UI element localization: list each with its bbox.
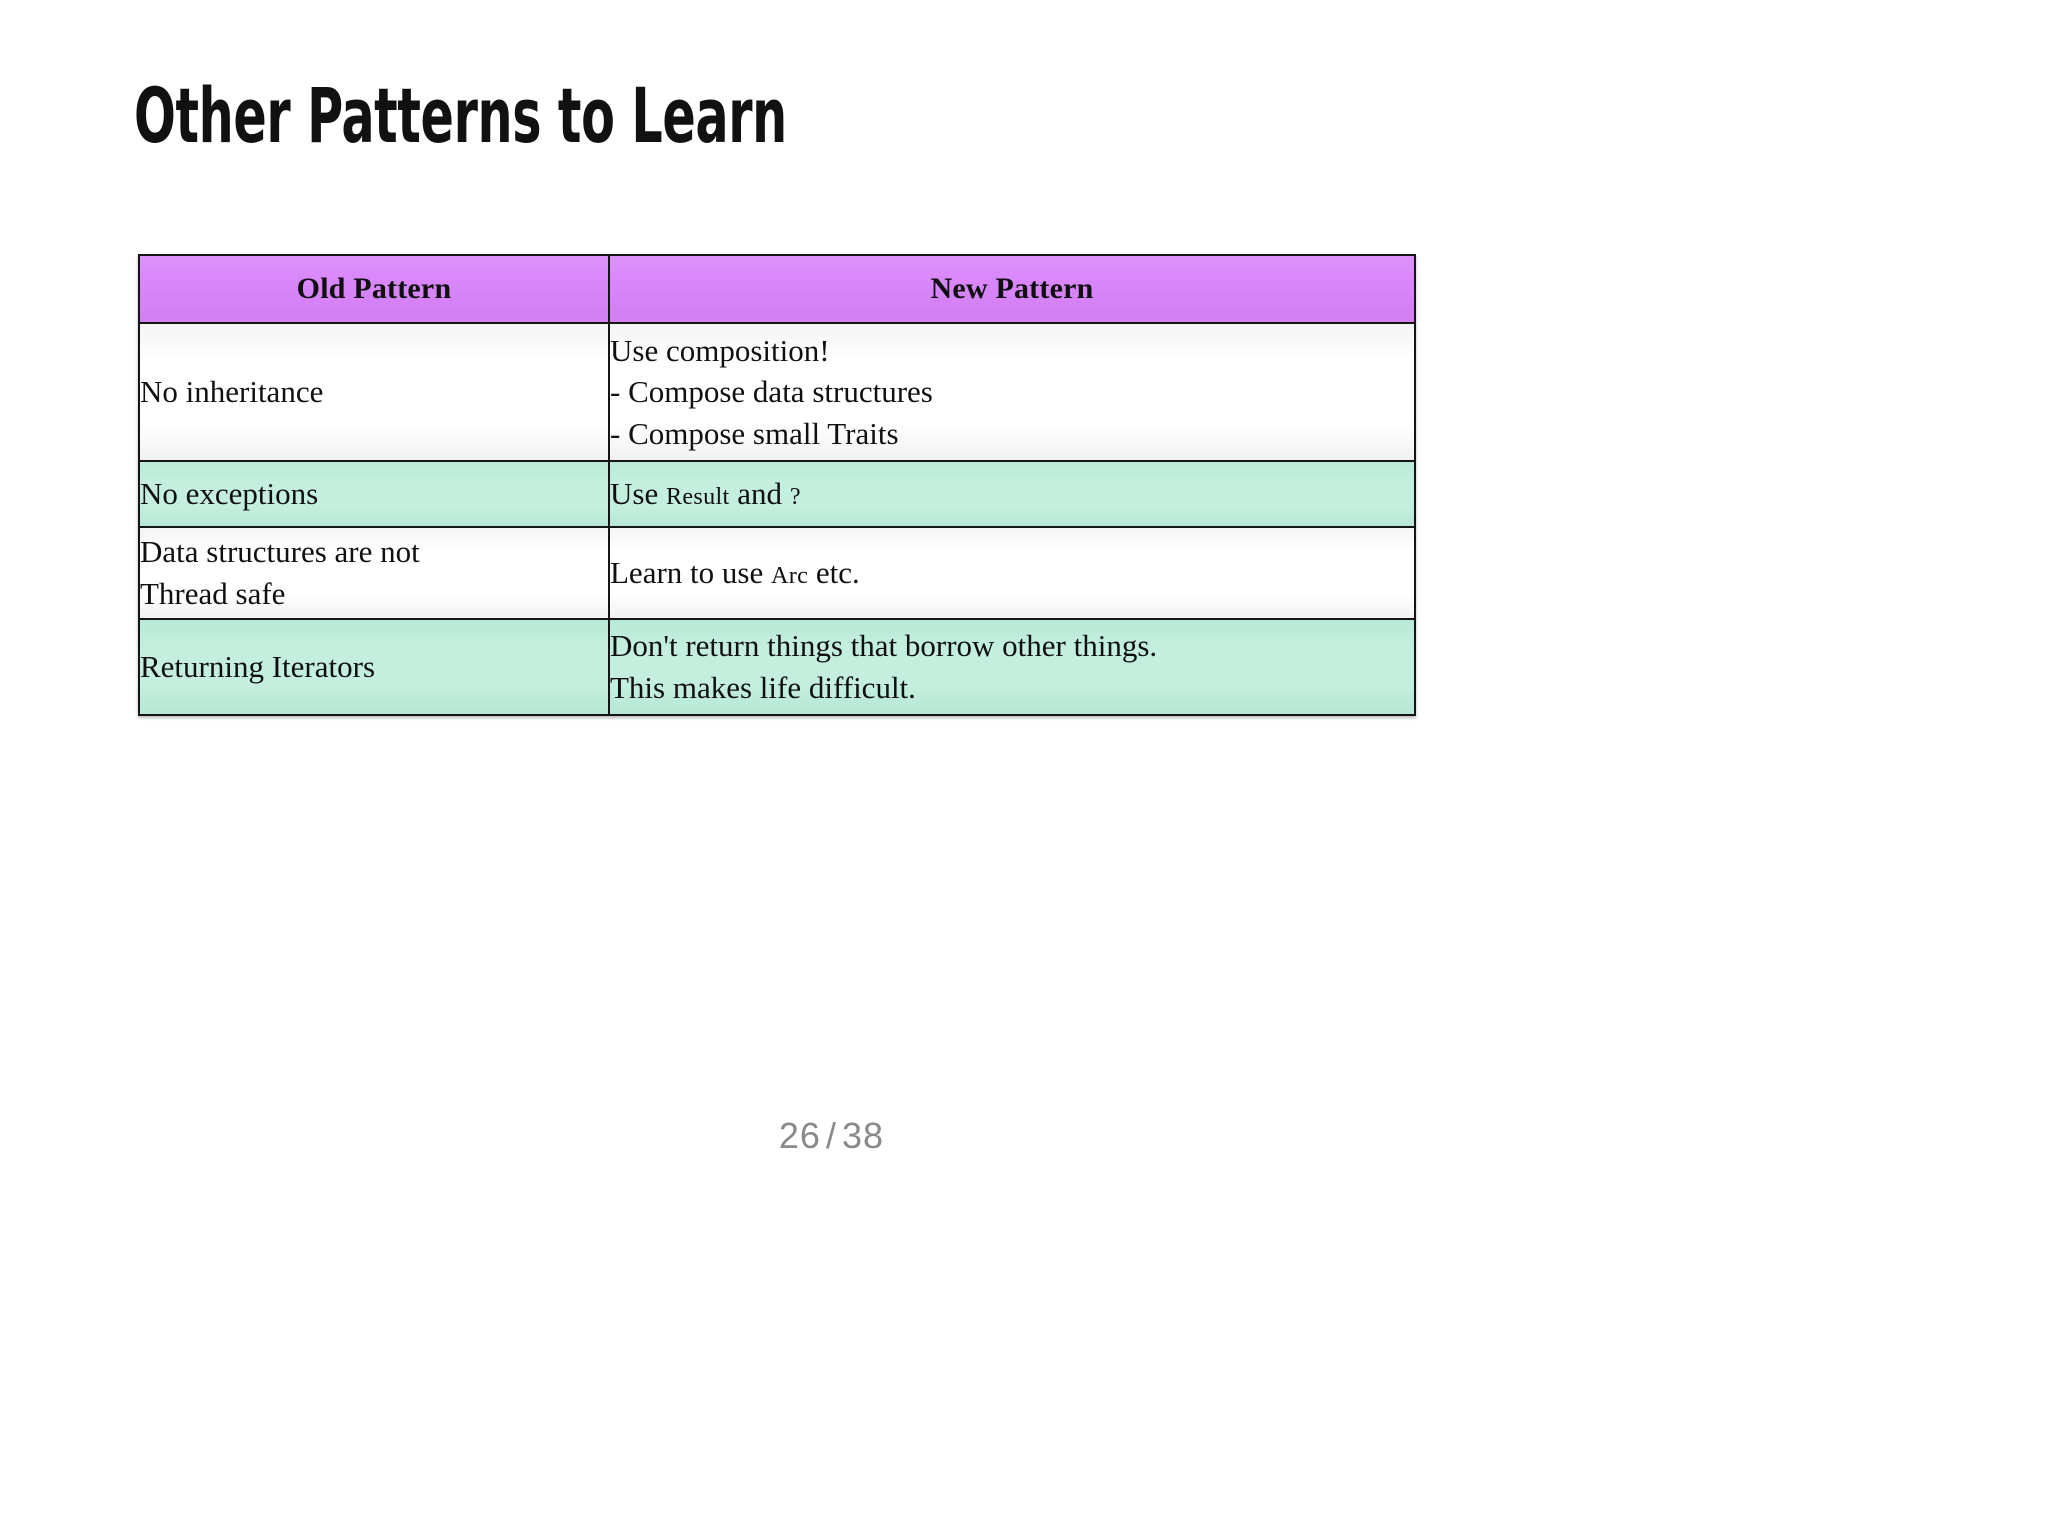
cell-new-pattern: Use Result and ? — [608, 460, 1416, 528]
cell-new-pattern: Use composition! - Compose data structur… — [608, 322, 1416, 462]
cell-old-pattern: Returning Iterators — [138, 618, 610, 716]
text-fragment: etc. — [808, 555, 860, 591]
page-title: Other Patterns to Learn — [134, 71, 787, 160]
table-row: No inheritance Use composition! - Compos… — [138, 322, 1416, 462]
table-header-row: Old Pattern New Pattern — [138, 254, 1416, 324]
table-row: No exceptions Use Result and ? — [138, 460, 1416, 528]
code-fragment-arc: Arc — [770, 562, 809, 590]
code-fragment-result: Result — [665, 483, 730, 511]
table-row: Returning Iterators Don't return things … — [138, 618, 1416, 716]
table-header: Old Pattern New Pattern — [138, 254, 1416, 324]
text-fragment: Learn to use — [610, 555, 771, 591]
page-number-current: 26 — [778, 1115, 821, 1156]
text-fragment: Use — [610, 476, 666, 512]
column-header-new-pattern: New Pattern — [608, 254, 1416, 324]
cell-new-pattern: Don't return things that borrow other th… — [608, 618, 1416, 716]
code-fragment-question-mark: ? — [789, 483, 801, 511]
patterns-table-container: Old Pattern New Pattern No inheritance U… — [138, 254, 1416, 716]
cell-new-pattern: Learn to use Arc etc. — [608, 526, 1416, 620]
table-body: No inheritance Use composition! - Compos… — [138, 322, 1416, 716]
page-number: 26/38 — [779, 1115, 884, 1157]
table-row: Data structures are not Thread safe Lear… — [138, 526, 1416, 620]
cell-old-pattern: No inheritance — [138, 322, 610, 462]
cell-old-pattern: Data structures are not Thread safe — [138, 526, 610, 620]
column-header-old-pattern: Old Pattern — [138, 254, 610, 324]
cell-old-pattern: No exceptions — [138, 460, 610, 528]
patterns-table: Old Pattern New Pattern No inheritance U… — [138, 254, 1416, 716]
page-number-separator: / — [825, 1115, 837, 1156]
text-fragment: and — [729, 476, 790, 512]
page-number-total: 38 — [841, 1115, 884, 1156]
